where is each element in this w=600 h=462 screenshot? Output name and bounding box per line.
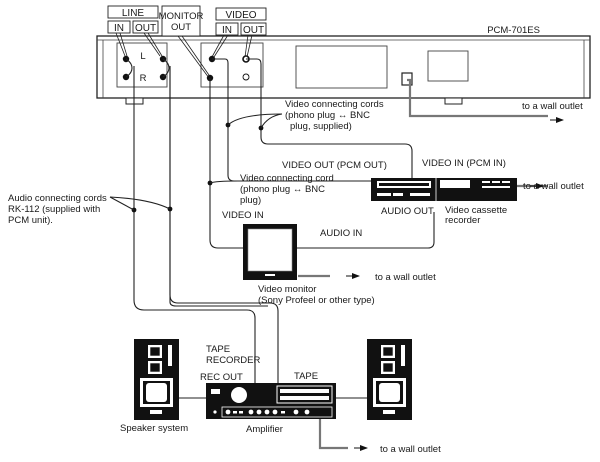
video-cord-pcm-out [246,58,413,198]
amplifier-caption: Amplifier [246,424,283,435]
monitor-out-label-2: OUT [171,22,191,33]
wall-outlet-label-amplifier: to a wall outlet [380,444,441,455]
vcr-caption-1: Video cassette [445,205,507,216]
monitor-caption-1: Video monitor [258,284,316,295]
svg-text:Video connecting cords: Video connecting cords [285,99,384,110]
vcr-video-in-label: VIDEO IN (PCM IN) [422,158,506,169]
video-jack-panel [200,42,264,88]
video-group-label: VIDEO [225,10,256,21]
line-group-label: LINE [122,8,145,19]
audio-cord-line-in [133,66,256,383]
channel-r-label: R [140,73,147,84]
svg-text:(phono plug ↔ BNC: (phono plug ↔ BNC [240,184,325,195]
callout-video-cords: Video connecting cords (phono plug ↔ BNC… [285,99,384,132]
line-out-label: OUT [135,23,156,34]
audio-cord-monitor [296,212,435,249]
pcm-chassis [96,35,591,99]
callout-video-cord-single: Video connecting cord (phono plug ↔ BNC … [240,173,334,206]
vcr-video-out-label: VIDEO OUT (PCM OUT) [282,160,387,171]
speaker-caption: Speaker system [120,423,188,434]
pcm-model-label: PCM-701ES [487,25,540,36]
vcr-audio-out-label: AUDIO OUT [381,206,434,217]
video-cord-monitor [209,78,250,249]
tape-recorder-label-1: TAPE [206,344,230,355]
display-window [295,45,388,89]
video-out-label: OUT [243,25,264,36]
wall-outlet-label-pcm: to a wall outlet [522,101,583,112]
svg-text:PCM unit).: PCM unit). [8,215,53,226]
unused-jack [242,73,250,81]
amplifier: TAPE RECORDER REC OUT TAPE Amplifier [200,344,336,435]
wall-outlet-label-vcr: to a wall outlet [523,181,584,192]
video-cassette-recorder: VIDEO OUT (PCM OUT) VIDEO IN (PCM IN) AU… [282,158,517,226]
speaker-right [367,339,412,420]
vcr-caption-2: recorder [445,215,480,226]
speaker-left [134,339,179,420]
line-in-label: IN [114,23,124,34]
svg-text:RK-112 (supplied with: RK-112 (supplied with [8,204,100,215]
monitor-video-in-label: VIDEO IN [222,210,264,221]
wall-outlet-label-monitor: to a wall outlet [375,272,436,283]
tape-label: TAPE [294,371,318,382]
monitor-out-label-1: MONITOR [159,11,204,22]
pcm-unit: PCM-701ES LINE IN OUT MONITOR OUT VIDEO … [96,5,591,105]
monitor-caption-2: (Sony Profeel or other type) [258,295,375,306]
svg-text:Video connecting cord: Video connecting cord [240,173,334,184]
rec-out-label: REC OUT [200,372,243,383]
channel-l-label: L [140,51,145,62]
svg-text:plug, supplied): plug, supplied) [290,121,352,132]
svg-text:(phono plug ↔ BNC: (phono plug ↔ BNC [285,110,370,121]
line-jack-panel [116,42,168,88]
svg-text:plug): plug) [240,195,261,206]
tape-recorder-label-2: RECORDER [206,355,261,366]
video-monitor: VIDEO IN AUDIO IN Video monitor (Sony Pr… [222,210,375,306]
monitor-audio-in-label: AUDIO IN [320,228,362,239]
callout-audio-cords: Audio connecting cords RK-112 (supplied … [8,193,107,226]
cables [109,58,564,451]
meter-window [427,50,469,82]
video-in-label: IN [222,25,232,36]
svg-text:Audio connecting cords: Audio connecting cords [8,193,107,204]
